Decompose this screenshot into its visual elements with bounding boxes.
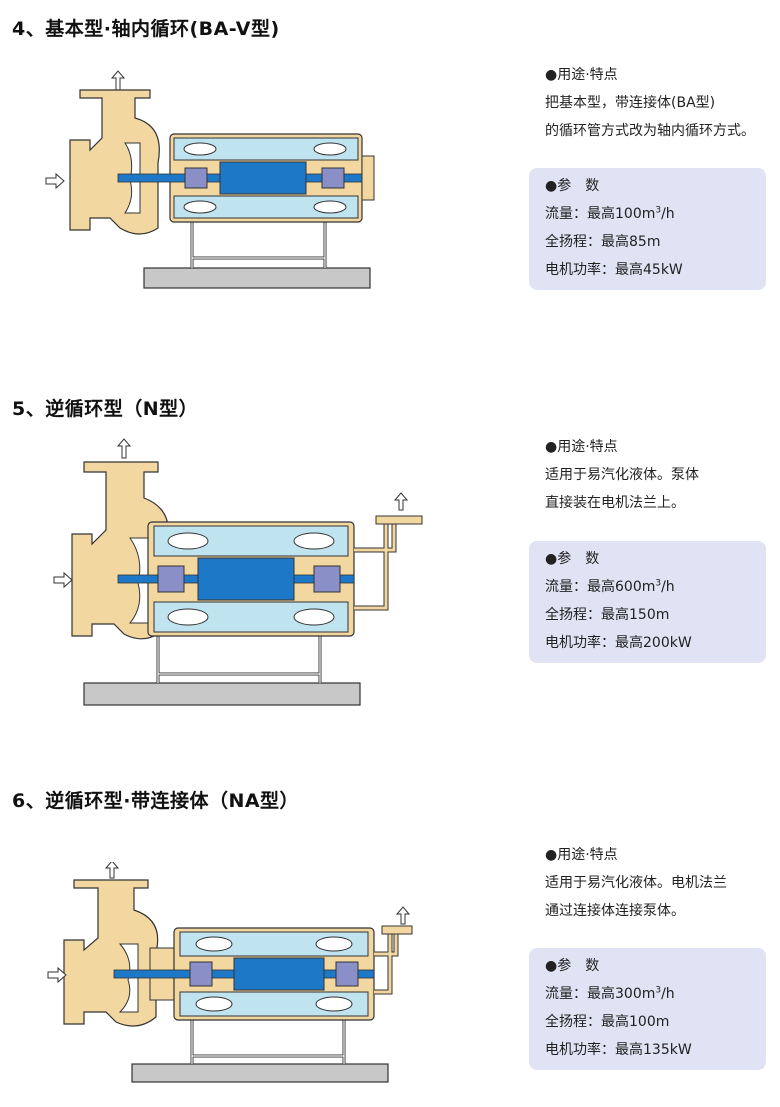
param-power: 电机功率：最高45kW: [545, 256, 750, 284]
pump-casing: [63, 879, 159, 1027]
features-heading: ●用途·特点: [545, 67, 618, 83]
flow-value: 100m: [615, 206, 656, 222]
head-label: 全扬程：最高: [545, 1014, 629, 1030]
features-line: 直接装在电机法兰上。: [545, 495, 685, 511]
head-value: 85m: [629, 234, 661, 250]
flow-label: 流量：最高: [545, 986, 615, 1002]
section-title: 6、逆循环型·带连接体（NA型）: [12, 790, 300, 812]
power-label: 电机功率：最高: [545, 635, 643, 651]
features-line: 把基本型，带连接体(BA型): [545, 95, 716, 111]
pump-diagram-n: [53, 438, 423, 706]
outlet-arrow-icon: [104, 862, 120, 879]
return-pipe: [374, 932, 399, 995]
flow-sup: 3: [655, 578, 662, 589]
pump-casing: [69, 89, 160, 235]
features-line: 适用于易汽化液体。泵体: [545, 467, 699, 483]
base-plate: [83, 682, 361, 706]
features-line: 适用于易汽化液体。电机法兰: [545, 875, 727, 891]
features-heading: ●用途·特点: [545, 847, 618, 863]
flow-unit: /h: [661, 986, 675, 1002]
base-plate: [131, 1063, 389, 1083]
power-value: 200kW: [643, 635, 692, 651]
pump-diagram-ba-v: [45, 70, 375, 289]
head-label: 全扬程：最高: [545, 607, 629, 623]
pump-diagram-na: [47, 862, 413, 1083]
features-heading: ●用途·特点: [545, 439, 618, 455]
inlet-arrow-icon: [45, 172, 65, 190]
rotor: [197, 557, 295, 601]
params-heading: ●参 数: [545, 551, 600, 567]
params-box: ●参 数 流量：最高600m3/h 全扬程：最高150m 电机功率：最高200k…: [529, 541, 766, 663]
head-value: 150m: [629, 607, 670, 623]
outlet-arrow-icon: [395, 906, 411, 925]
features-block: ●用途·特点 适用于易汽化液体。电机法兰 通过连接体连接泵体。: [545, 841, 727, 925]
flow-sup: 3: [655, 985, 662, 996]
params-heading: ●参 数: [545, 958, 600, 974]
features-block: ●用途·特点 把基本型，带连接体(BA型) 的循环管方式改为轴内循环方式。: [545, 61, 755, 145]
section-ba-v: 4、基本型·轴内循环(BA-V型) ●用途·特点 把基本型，带连接体(BA型): [0, 0, 780, 370]
outlet-arrow-icon: [110, 70, 126, 91]
section-title: 4、基本型·轴内循环(BA-V型): [12, 18, 280, 40]
param-power: 电机功率：最高200kW: [545, 629, 750, 657]
power-value: 135kW: [643, 1042, 692, 1058]
flow-label: 流量：最高: [545, 579, 615, 595]
power-label: 电机功率：最高: [545, 1042, 643, 1058]
flow-value: 600m: [615, 579, 656, 595]
outlet-arrow-icon: [116, 438, 132, 459]
params-heading: ●参 数: [545, 178, 600, 194]
rotor: [233, 957, 325, 991]
param-flow: 流量：最高300m3/h: [545, 980, 750, 1008]
base-plate: [143, 267, 371, 289]
return-pipe: [354, 522, 397, 611]
section-title: 5、逆循环型（N型）: [12, 398, 199, 420]
rotor: [219, 161, 307, 195]
params-box: ●参 数 流量：最高100m3/h 全扬程：最高85m 电机功率：最高45kW: [529, 168, 766, 290]
power-value: 45kW: [643, 262, 683, 278]
param-flow: 流量：最高100m3/h: [545, 200, 750, 228]
param-flow: 流量：最高600m3/h: [545, 573, 750, 601]
section-na: 6、逆循环型·带连接体（NA型） ●用途·特点 适用于易汽化液体。电机法兰 通过…: [0, 770, 780, 1107]
power-label: 电机功率：最高: [545, 262, 643, 278]
param-power: 电机功率：最高135kW: [545, 1036, 750, 1064]
flow-sup: 3: [655, 205, 662, 216]
flow-unit: /h: [661, 579, 675, 595]
features-line: 的循环管方式改为轴内循环方式。: [545, 123, 755, 139]
param-head: 全扬程：最高150m: [545, 601, 750, 629]
section-n: 5、逆循环型（N型） ●用途·特点 适用于易汽化液体。泵体 直接装在电机法兰上。…: [0, 370, 780, 770]
flow-value: 300m: [615, 986, 656, 1002]
inlet-arrow-icon: [47, 966, 67, 984]
param-head: 全扬程：最高85m: [545, 228, 750, 256]
flow-label: 流量：最高: [545, 206, 615, 222]
features-block: ●用途·特点 适用于易汽化液体。泵体 直接装在电机法兰上。: [545, 433, 699, 517]
param-head: 全扬程：最高100m: [545, 1008, 750, 1036]
outlet-arrow-icon: [393, 492, 409, 511]
head-label: 全扬程：最高: [545, 234, 629, 250]
flow-unit: /h: [661, 206, 675, 222]
head-value: 100m: [629, 1014, 670, 1030]
params-box: ●参 数 流量：最高300m3/h 全扬程：最高100m 电机功率：最高135k…: [529, 948, 766, 1070]
inlet-arrow-icon: [53, 571, 73, 589]
features-line: 通过连接体连接泵体。: [545, 903, 685, 919]
